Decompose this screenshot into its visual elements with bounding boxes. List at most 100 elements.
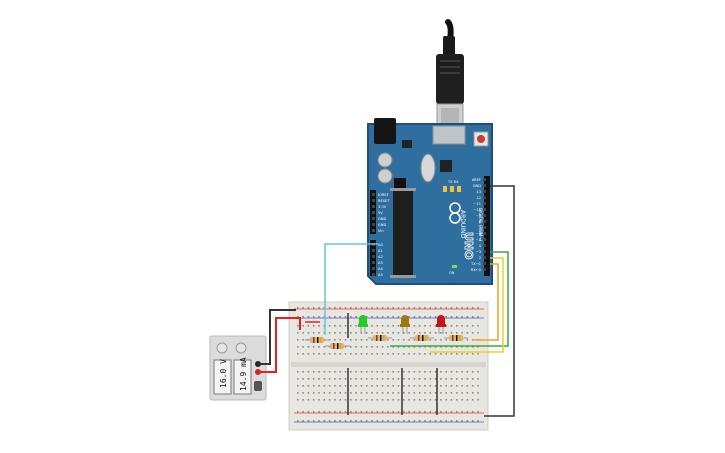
pin-label: ~10 — [473, 208, 481, 212]
pin-label: A1 — [378, 249, 383, 253]
wire-yellow-d2 — [430, 257, 504, 353]
capacitor — [377, 168, 393, 184]
pin-label: ~6 — [476, 232, 482, 236]
capacitor — [377, 152, 393, 168]
regulator — [402, 140, 412, 148]
crystal — [420, 153, 436, 183]
resistors — [305, 335, 468, 349]
header-pin[interactable] — [483, 184, 486, 187]
header-pin[interactable] — [483, 208, 486, 211]
status-led-labels: TX RX — [447, 180, 459, 184]
header-pin[interactable] — [372, 229, 375, 232]
pin-label: 5V — [378, 211, 383, 215]
header-pin[interactable] — [483, 202, 486, 205]
pin-label: A5 — [378, 273, 383, 277]
leds — [358, 315, 446, 334]
pin-label: Vin — [378, 229, 384, 233]
header-pin[interactable] — [483, 226, 486, 229]
current-display: 14.9 mA — [239, 357, 248, 391]
dc-jack — [374, 118, 396, 144]
pin-label: 2 — [479, 256, 481, 260]
usb-cable — [436, 19, 464, 135]
icsp-header — [394, 178, 406, 188]
led-green[interactable] — [358, 315, 368, 334]
header-pin[interactable] — [372, 249, 375, 252]
pin-label: GND — [378, 217, 386, 221]
breadboard-center-channel — [291, 362, 486, 367]
power-led — [452, 265, 457, 268]
header-pin[interactable] — [483, 244, 486, 247]
current-display-frame — [233, 359, 252, 395]
header-pin[interactable] — [483, 268, 486, 271]
header-pin[interactable] — [483, 196, 486, 199]
usb-chip — [440, 160, 452, 172]
header-pin[interactable] — [483, 190, 486, 193]
pin-label: AREF — [472, 178, 481, 182]
pin-label: 8 — [479, 220, 482, 224]
pin-label: ~11 — [473, 202, 481, 206]
header-pin[interactable] — [372, 217, 375, 220]
power-led-label: ON — [449, 271, 455, 275]
pin-label: ~5 — [476, 238, 481, 242]
breadboard[interactable] — [288, 301, 489, 431]
header-pin[interactable] — [483, 262, 486, 265]
status-led-rx — [457, 186, 461, 192]
pin-label: GND — [473, 184, 481, 188]
wire-cyan-a0 — [324, 243, 378, 335]
pin-label: 3.3V — [378, 205, 387, 209]
digital-header — [484, 176, 490, 276]
arduino-board[interactable]: TX RX ARDUINO UNO DIGITAL (PWM~) ON IORE… — [367, 118, 493, 285]
header-pin[interactable] — [372, 205, 375, 208]
wire-black-psu — [258, 309, 296, 365]
header-pin[interactable] — [372, 273, 375, 276]
header-pin[interactable] — [483, 256, 486, 259]
pin-label: 12 — [476, 196, 481, 200]
header-pin[interactable] — [372, 199, 375, 202]
arduino-brand-label: ARDUINO — [459, 210, 466, 239]
resistor-2[interactable] — [325, 343, 350, 349]
header-pin[interactable] — [483, 238, 486, 241]
pin-label: RESET — [378, 199, 390, 203]
pin-label: A3 — [378, 261, 383, 265]
power-switch[interactable] — [254, 381, 262, 391]
header-pin[interactable] — [372, 211, 375, 214]
arduino-model-label: UNO — [462, 232, 475, 260]
resistor-3[interactable] — [368, 335, 392, 341]
pin-label: RX←0 — [471, 268, 482, 272]
header-pin[interactable] — [372, 267, 375, 270]
pin-label: A0 — [378, 243, 383, 247]
arduino-logo-icon — [449, 202, 461, 224]
pin-label: 7 — [479, 226, 481, 230]
wire-red-psu — [258, 317, 301, 373]
led-red[interactable] — [436, 315, 446, 334]
wires — [258, 185, 515, 417]
resistor-1[interactable] — [305, 337, 330, 343]
header-pin[interactable] — [372, 255, 375, 258]
resistor-4[interactable] — [410, 335, 434, 341]
wire-orange-d1 — [472, 263, 499, 341]
reset-button-cap — [477, 135, 485, 143]
voltage-knob-icon[interactable] — [216, 342, 228, 354]
digital-header-label: DIGITAL (PWM~) — [478, 208, 483, 242]
header-pin[interactable] — [483, 178, 486, 181]
pin-label: GND — [378, 223, 386, 227]
pin-label: TX→1 — [470, 262, 481, 266]
header-pin[interactable] — [372, 261, 375, 264]
current-knob-icon[interactable] — [235, 342, 247, 354]
power-supply[interactable]: 16.0 V 14.9 mA — [209, 335, 267, 401]
pin-label: 4 — [479, 244, 482, 248]
header-pin[interactable] — [372, 223, 375, 226]
header-pin[interactable] — [483, 250, 486, 253]
header-pin[interactable] — [483, 214, 486, 217]
header-pin[interactable] — [483, 220, 486, 223]
header-pin[interactable] — [483, 232, 486, 235]
resistor-5[interactable] — [444, 335, 468, 341]
pin-label: A4 — [378, 267, 383, 271]
led-yellow[interactable] — [400, 315, 410, 334]
usb-socket — [432, 125, 466, 145]
header-pin[interactable] — [372, 193, 375, 196]
wire-black-gnd — [484, 185, 515, 417]
